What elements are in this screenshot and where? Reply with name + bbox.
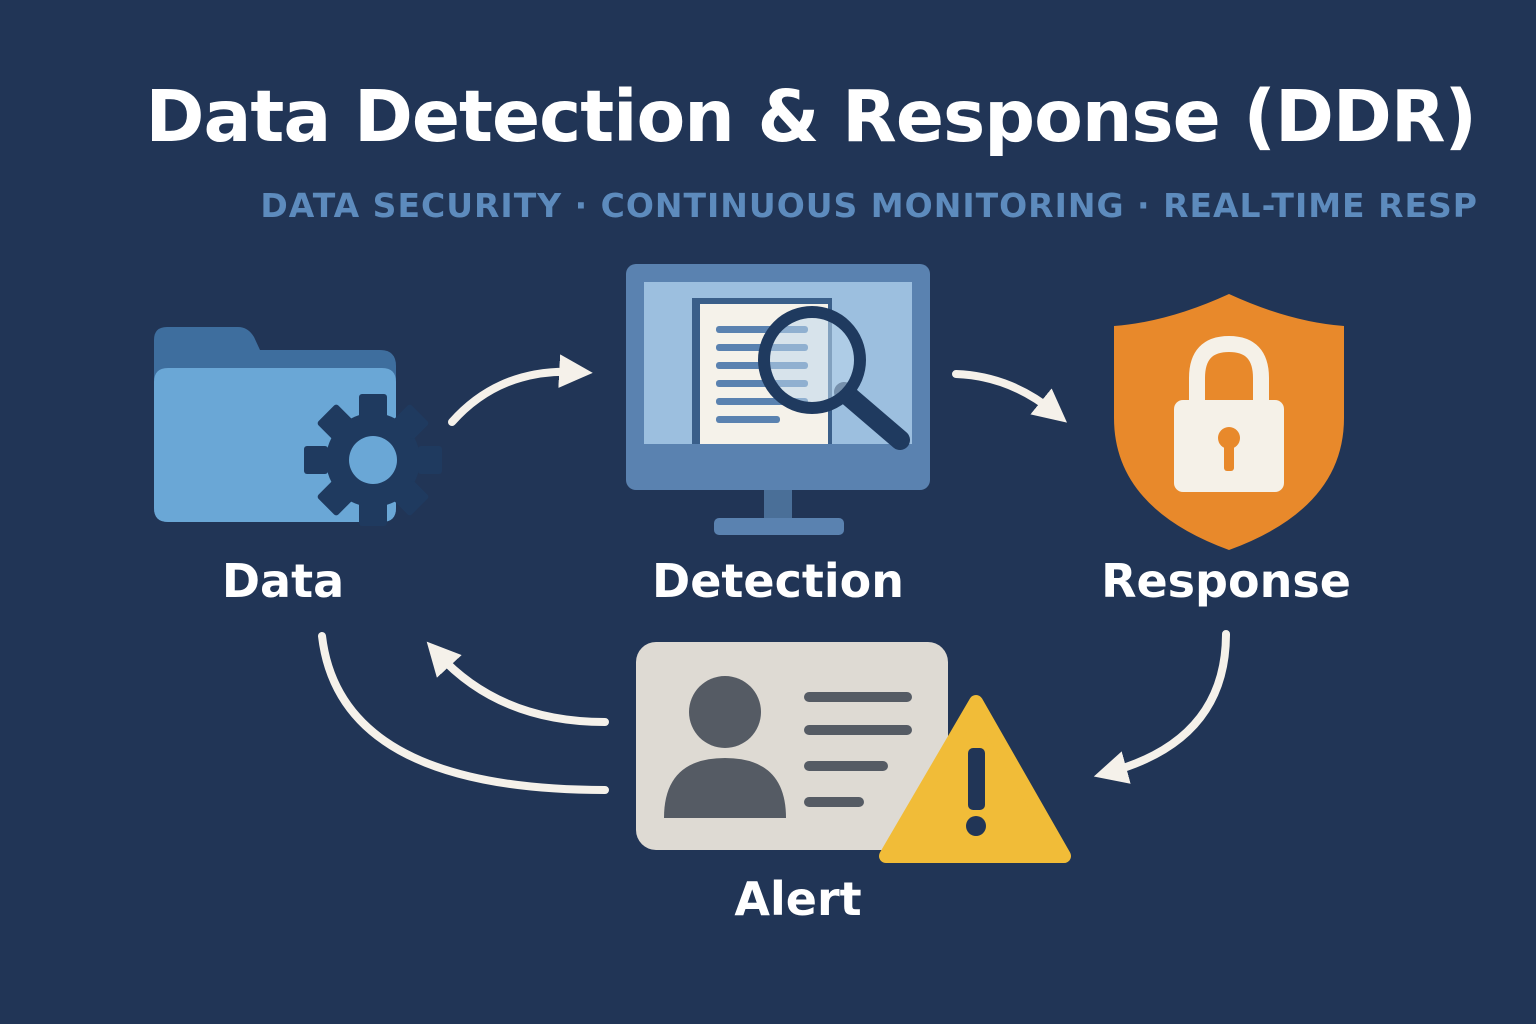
stage-label-data: Data <box>221 554 345 608</box>
person-icon <box>664 676 786 818</box>
shield-lock-icon <box>1114 294 1344 550</box>
arrow-alert-to-data <box>426 641 609 726</box>
gear-icon <box>304 394 442 526</box>
warning-icon <box>879 695 1071 863</box>
monitor-magnifier-icon <box>626 264 930 535</box>
magnifier-icon <box>758 306 910 450</box>
stage-label-response: Response <box>1101 554 1351 608</box>
folder-gear-icon <box>154 327 442 526</box>
stage-label-detection: Detection <box>652 554 904 608</box>
id-card-warning-icon <box>636 642 1071 863</box>
lock-icon <box>1174 335 1284 492</box>
page-title: Data Detection & Response (DDR) <box>145 75 1477 158</box>
arrow-detection-to-response <box>952 370 1068 423</box>
arrow-response-to-alert <box>1093 630 1230 784</box>
arrow-alert-to-data-outer <box>318 632 609 794</box>
arrow-data-to-detection <box>448 354 593 426</box>
page-subtitle: DATA SECURITY · CONTINUOUS MONITORING · … <box>260 186 1478 225</box>
cycle-arrows <box>318 354 1230 794</box>
stage-label-alert: Alert <box>734 872 862 926</box>
